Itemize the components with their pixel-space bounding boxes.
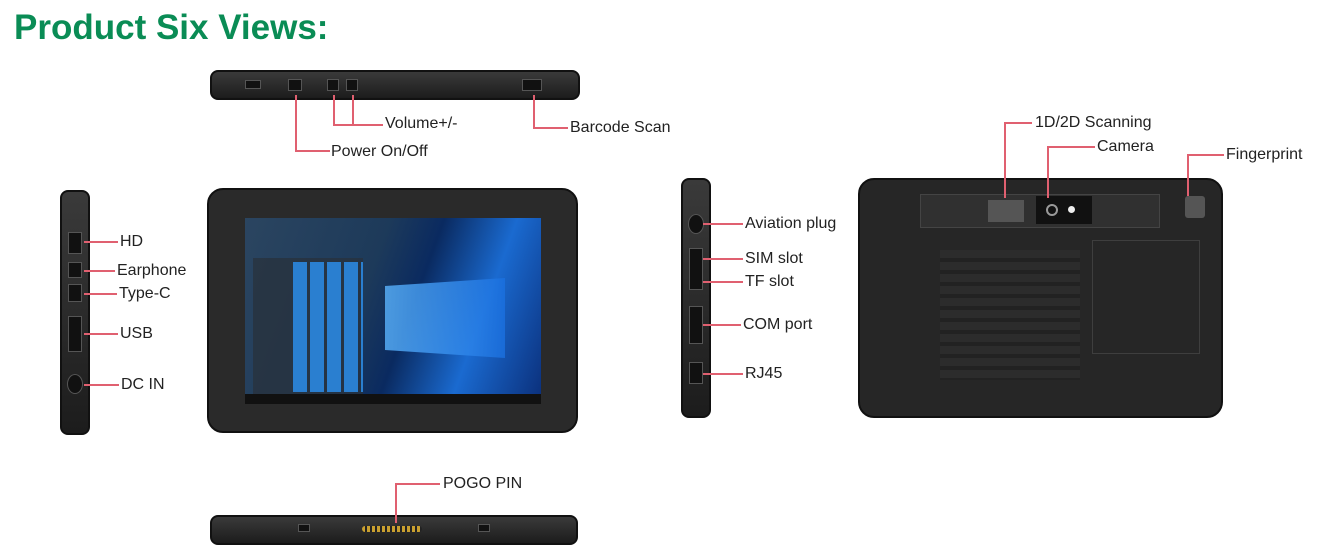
label-hd: HD bbox=[120, 233, 144, 250]
label-com-port: COM port bbox=[743, 316, 813, 333]
callout-line bbox=[84, 333, 118, 335]
taskbar bbox=[245, 394, 541, 404]
volume-up-button bbox=[327, 79, 339, 91]
fingerprint-sensor bbox=[1185, 196, 1205, 218]
callout-line bbox=[533, 127, 568, 129]
label-aviation-plug: Aviation plug bbox=[745, 215, 837, 232]
callout-line bbox=[703, 324, 741, 326]
scanner-window bbox=[988, 200, 1024, 222]
label-type-c: Type-C bbox=[119, 285, 171, 302]
flash-icon bbox=[1068, 206, 1075, 213]
label-scanning: 1D/2D Scanning bbox=[1035, 114, 1152, 131]
port bbox=[245, 80, 261, 89]
battery-cover bbox=[1092, 240, 1200, 354]
label-dc-in: DC IN bbox=[121, 376, 165, 393]
tablet-front-view bbox=[207, 188, 578, 433]
windows-logo bbox=[385, 278, 505, 358]
label-volume: Volume+/- bbox=[385, 115, 458, 132]
tablet-left-edge bbox=[60, 190, 90, 435]
pogo-pin-connector bbox=[362, 526, 422, 532]
power-button bbox=[288, 79, 302, 91]
hd-port bbox=[68, 232, 82, 254]
label-sim-slot: SIM slot bbox=[745, 250, 803, 267]
callout-line bbox=[84, 270, 115, 272]
windows-screen bbox=[245, 218, 541, 404]
callout-line bbox=[1004, 122, 1032, 124]
label-usb: USB bbox=[120, 325, 153, 342]
camera-icon bbox=[1046, 204, 1058, 216]
callout-line bbox=[84, 293, 117, 295]
callout-line bbox=[703, 373, 743, 375]
barcode-scan-button bbox=[522, 79, 542, 91]
callout-line bbox=[1047, 146, 1095, 148]
callout-line bbox=[352, 95, 354, 125]
usb-port bbox=[68, 316, 82, 352]
earphone-port bbox=[68, 262, 82, 278]
callout-line bbox=[533, 95, 535, 128]
type-c-port bbox=[68, 284, 82, 302]
page-title: Product Six Views: bbox=[14, 8, 329, 47]
back-ribs bbox=[940, 250, 1080, 380]
label-earphone: Earphone bbox=[117, 262, 187, 279]
callout-line bbox=[1004, 122, 1006, 198]
rj45-port bbox=[689, 362, 703, 384]
label-camera: Camera bbox=[1097, 138, 1154, 155]
callout-line bbox=[1187, 154, 1224, 156]
callout-line bbox=[703, 258, 743, 260]
callout-line bbox=[84, 241, 118, 243]
label-tf-slot: TF slot bbox=[745, 273, 794, 290]
bottom-hole bbox=[478, 524, 490, 532]
tablet-top-edge bbox=[210, 70, 580, 100]
dc-in-port bbox=[67, 374, 83, 394]
callout-line bbox=[1187, 154, 1189, 196]
callout-line bbox=[333, 124, 383, 126]
label-barcode-scan: Barcode Scan bbox=[570, 119, 671, 136]
start-tiles bbox=[293, 262, 363, 392]
volume-down-button bbox=[346, 79, 358, 91]
label-fingerprint: Fingerprint bbox=[1226, 146, 1303, 163]
sim-tf-slot-cover bbox=[689, 248, 703, 290]
callout-line bbox=[333, 95, 335, 125]
callout-line bbox=[703, 223, 743, 225]
label-power: Power On/Off bbox=[331, 143, 428, 160]
callout-line bbox=[703, 281, 743, 283]
callout-line bbox=[1047, 146, 1049, 198]
callout-line bbox=[395, 483, 397, 523]
bottom-hole bbox=[298, 524, 310, 532]
label-rj45: RJ45 bbox=[745, 365, 783, 382]
aviation-plug bbox=[688, 214, 704, 234]
callout-line bbox=[395, 483, 440, 485]
tablet-back bbox=[858, 178, 1223, 418]
label-pogo-pin: POGO PIN bbox=[443, 475, 523, 492]
com-port bbox=[689, 306, 703, 344]
camera-module bbox=[1036, 196, 1092, 224]
callout-line bbox=[295, 95, 297, 151]
callout-line bbox=[295, 150, 330, 152]
callout-line bbox=[84, 384, 119, 386]
